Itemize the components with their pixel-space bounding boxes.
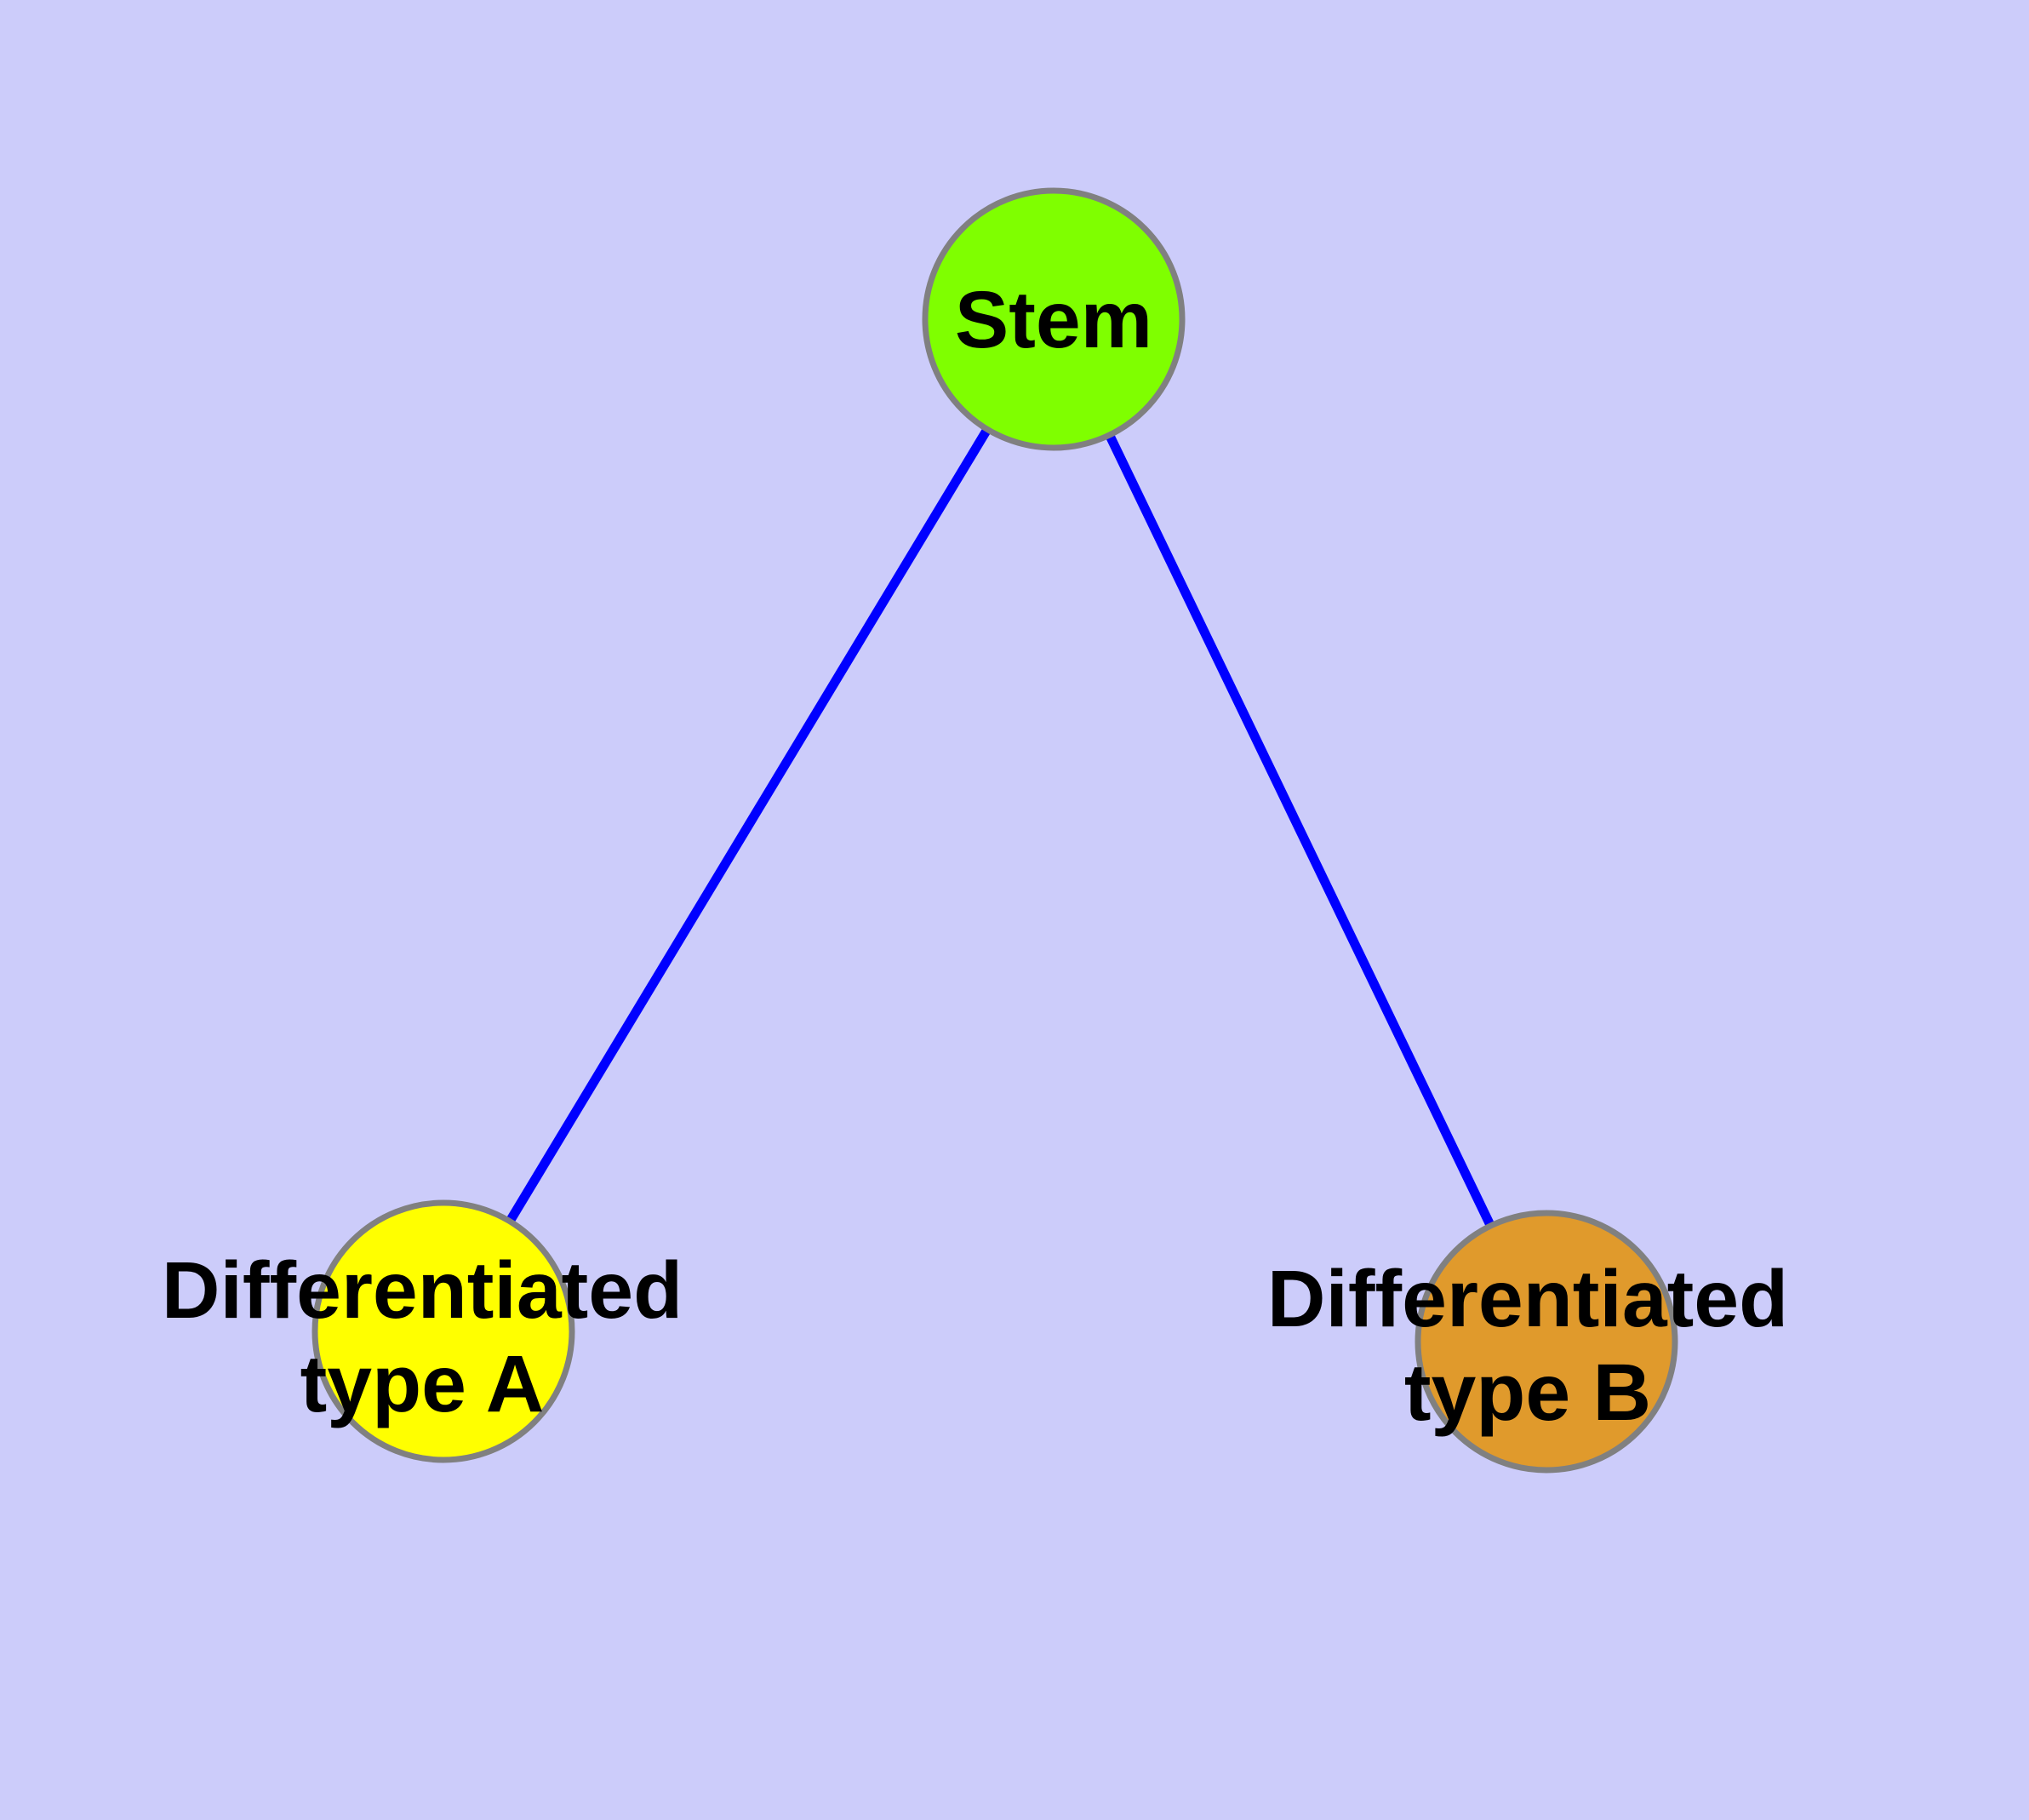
node-label-line: Stem (955, 275, 1152, 365)
node-label-line: type B (1404, 1348, 1651, 1438)
node-label-line: Differentiated (162, 1245, 683, 1336)
node-diff_b[interactable] (1415, 1210, 1678, 1474)
node-stem[interactable] (922, 187, 1186, 451)
node-label-line: Differentiated (1267, 1254, 1788, 1344)
edge-stem-to-a (439, 317, 1058, 1334)
node-label-line: type A (300, 1339, 545, 1429)
node-diff_a[interactable] (311, 1199, 575, 1463)
edge-stem-to-b (1049, 317, 1551, 1344)
edges-group (439, 317, 1551, 1344)
node-label-stem: Stem (955, 275, 1152, 365)
nodes-group (311, 187, 1678, 1474)
